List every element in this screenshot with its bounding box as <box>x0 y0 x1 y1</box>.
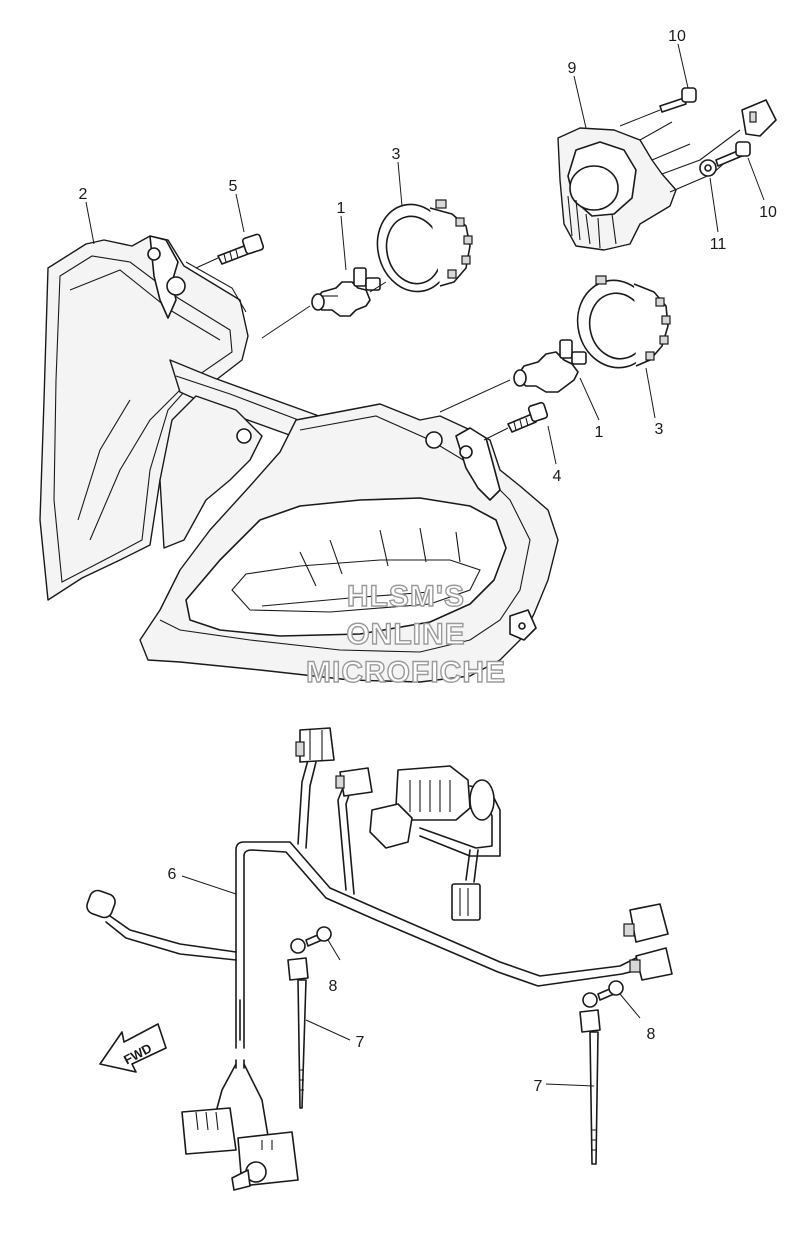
callout-3-upper: 3 <box>392 146 401 163</box>
position-lamp <box>557 99 777 251</box>
callout-7-right: 7 <box>534 1078 543 1095</box>
screw-10-top <box>619 87 697 127</box>
screw-8-left <box>305 926 341 961</box>
callout-1-lower: 1 <box>595 424 604 441</box>
watermark-line-3: MICROFICHE <box>306 656 506 689</box>
bulb-lower <box>513 339 587 393</box>
callout-3-lower: 3 <box>655 421 664 438</box>
screw-5 <box>217 233 265 265</box>
screw-4 <box>507 401 549 433</box>
callout-6: 6 <box>168 866 177 883</box>
bulb-upper <box>311 267 381 317</box>
callout-8-left: 8 <box>329 978 338 995</box>
callout-7-left: 7 <box>356 1034 365 1051</box>
screw-10-right <box>699 141 751 169</box>
callout-10-top: 10 <box>668 28 686 45</box>
screw-8-right <box>597 980 641 1019</box>
headlight-housing <box>39 235 559 683</box>
leader-lines <box>85 43 765 1087</box>
assembly-lines <box>195 257 511 441</box>
band-right <box>579 992 601 1165</box>
wire-harness <box>86 759 647 1137</box>
washer-11 <box>699 159 717 177</box>
bulb-cover-upper <box>376 199 473 293</box>
band-left <box>287 938 309 1109</box>
watermark: HLSM'S ONLINE MICROFICHE <box>305 579 506 689</box>
callout-8-right: 8 <box>647 1026 656 1043</box>
callout-numbers: 1 1 2 3 3 4 5 6 7 7 8 8 9 10 10 11 <box>79 28 777 1095</box>
callout-1-upper: 1 <box>337 200 346 217</box>
watermark-line-1: HLSM'S <box>347 580 465 613</box>
callout-5: 5 <box>229 178 238 195</box>
watermark-line-2: ONLINE <box>346 618 465 651</box>
callout-11: 11 <box>710 236 727 253</box>
callout-4: 4 <box>553 468 562 485</box>
fwd-direction-arrow: FWD <box>99 1023 167 1073</box>
bulb-cover-lower <box>576 275 671 369</box>
harness-connectors <box>181 727 673 1191</box>
callout-9: 9 <box>568 60 577 77</box>
callout-10-right: 10 <box>759 204 777 221</box>
callout-2: 2 <box>79 186 88 203</box>
